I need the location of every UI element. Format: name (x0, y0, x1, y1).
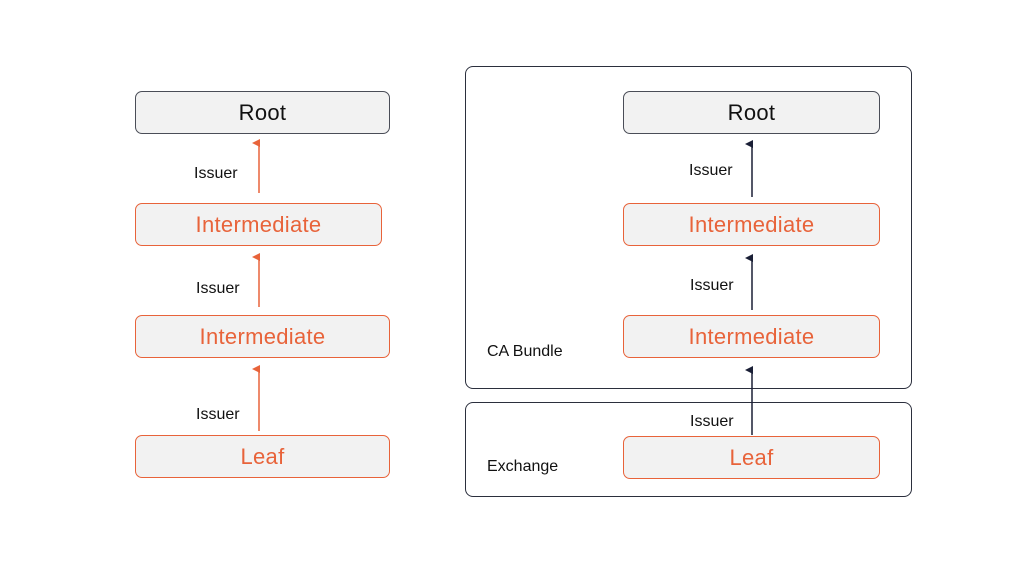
left-intermediate-node-2: Intermediate (135, 315, 390, 358)
right-intermediate-node-1: Intermediate (623, 203, 880, 246)
left-intermediate-node-1: Intermediate (135, 203, 382, 246)
right-intermediate-node-2: Intermediate (623, 315, 880, 358)
right-leaf-node: Leaf (623, 436, 880, 479)
left-issuer-label-1: Issuer (194, 165, 238, 182)
right-issuer-label-3: Issuer (690, 413, 734, 430)
right-issuer-label-2: Issuer (690, 277, 734, 294)
exchange-label: Exchange (487, 458, 559, 475)
left-root-node: Root (135, 91, 390, 134)
right-issuer-label-1: Issuer (689, 162, 733, 179)
ca-bundle-label: CA Bundle (487, 343, 563, 360)
ca-bundle-group (465, 66, 912, 389)
right-root-node: Root (623, 91, 880, 134)
exchange-group (465, 402, 912, 497)
left-issuer-label-3: Issuer (196, 406, 240, 423)
left-issuer-label-2: Issuer (196, 280, 240, 297)
left-leaf-node: Leaf (135, 435, 390, 478)
